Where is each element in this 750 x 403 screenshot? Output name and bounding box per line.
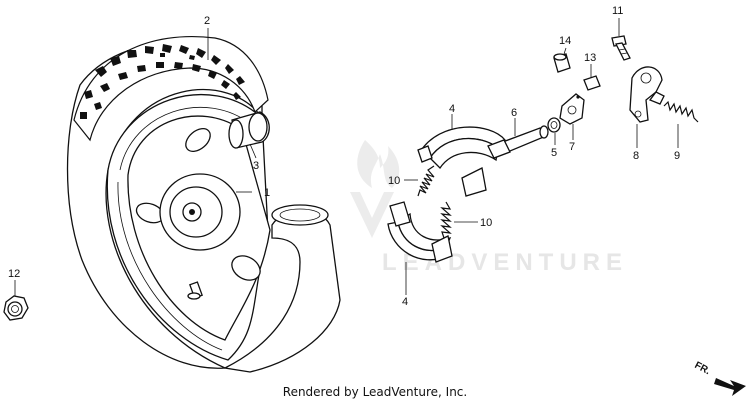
- footer-credit: Rendered by LeadVenture, Inc.: [282, 385, 468, 399]
- tire-tread-pattern: [80, 44, 245, 119]
- axle-nut: [3, 280, 29, 321]
- callout-14: 14: [559, 35, 571, 47]
- brake-spring-left: [417, 165, 435, 197]
- valve-stem: [187, 281, 203, 300]
- front-arrow-icon: [714, 378, 746, 396]
- return-spring: [663, 100, 699, 123]
- washer: [547, 117, 561, 133]
- brake-shoe-upper: [417, 126, 506, 197]
- callout-6: 6: [511, 107, 517, 119]
- brake-cam: [487, 125, 549, 159]
- callout-11: 11: [612, 5, 623, 17]
- part-callouts: 1 2 3 4 4 5 6 7 8 9 10 10 11 12 13 14: [8, 5, 680, 308]
- callout-10-left: 10: [388, 175, 400, 187]
- brake-arm: [629, 66, 665, 123]
- callout-13: 13: [584, 52, 596, 64]
- callout-7: 7: [569, 141, 575, 153]
- callout-10-right: 10: [480, 217, 492, 229]
- pin: [583, 75, 601, 91]
- callout-8: 8: [633, 150, 639, 162]
- callout-5: 5: [551, 147, 557, 159]
- bolt: [611, 35, 631, 61]
- callout-12: 12: [8, 268, 20, 280]
- callout-4-bottom: 4: [402, 296, 408, 308]
- callout-1: 1: [264, 187, 270, 199]
- leader-lines: [207, 18, 679, 295]
- callout-2: 2: [204, 15, 210, 27]
- direction-label: FR.: [693, 360, 713, 377]
- callout-3: 3: [253, 160, 259, 172]
- callout-4-top: 4: [449, 103, 455, 115]
- wear-indicator-plate: [559, 93, 585, 125]
- brake-shoe-lower: [387, 201, 453, 263]
- brake-spring-right: [440, 201, 452, 239]
- callout-9: 9: [674, 150, 680, 162]
- cap-nut: [553, 53, 571, 73]
- wheel-assembly: [66, 35, 341, 373]
